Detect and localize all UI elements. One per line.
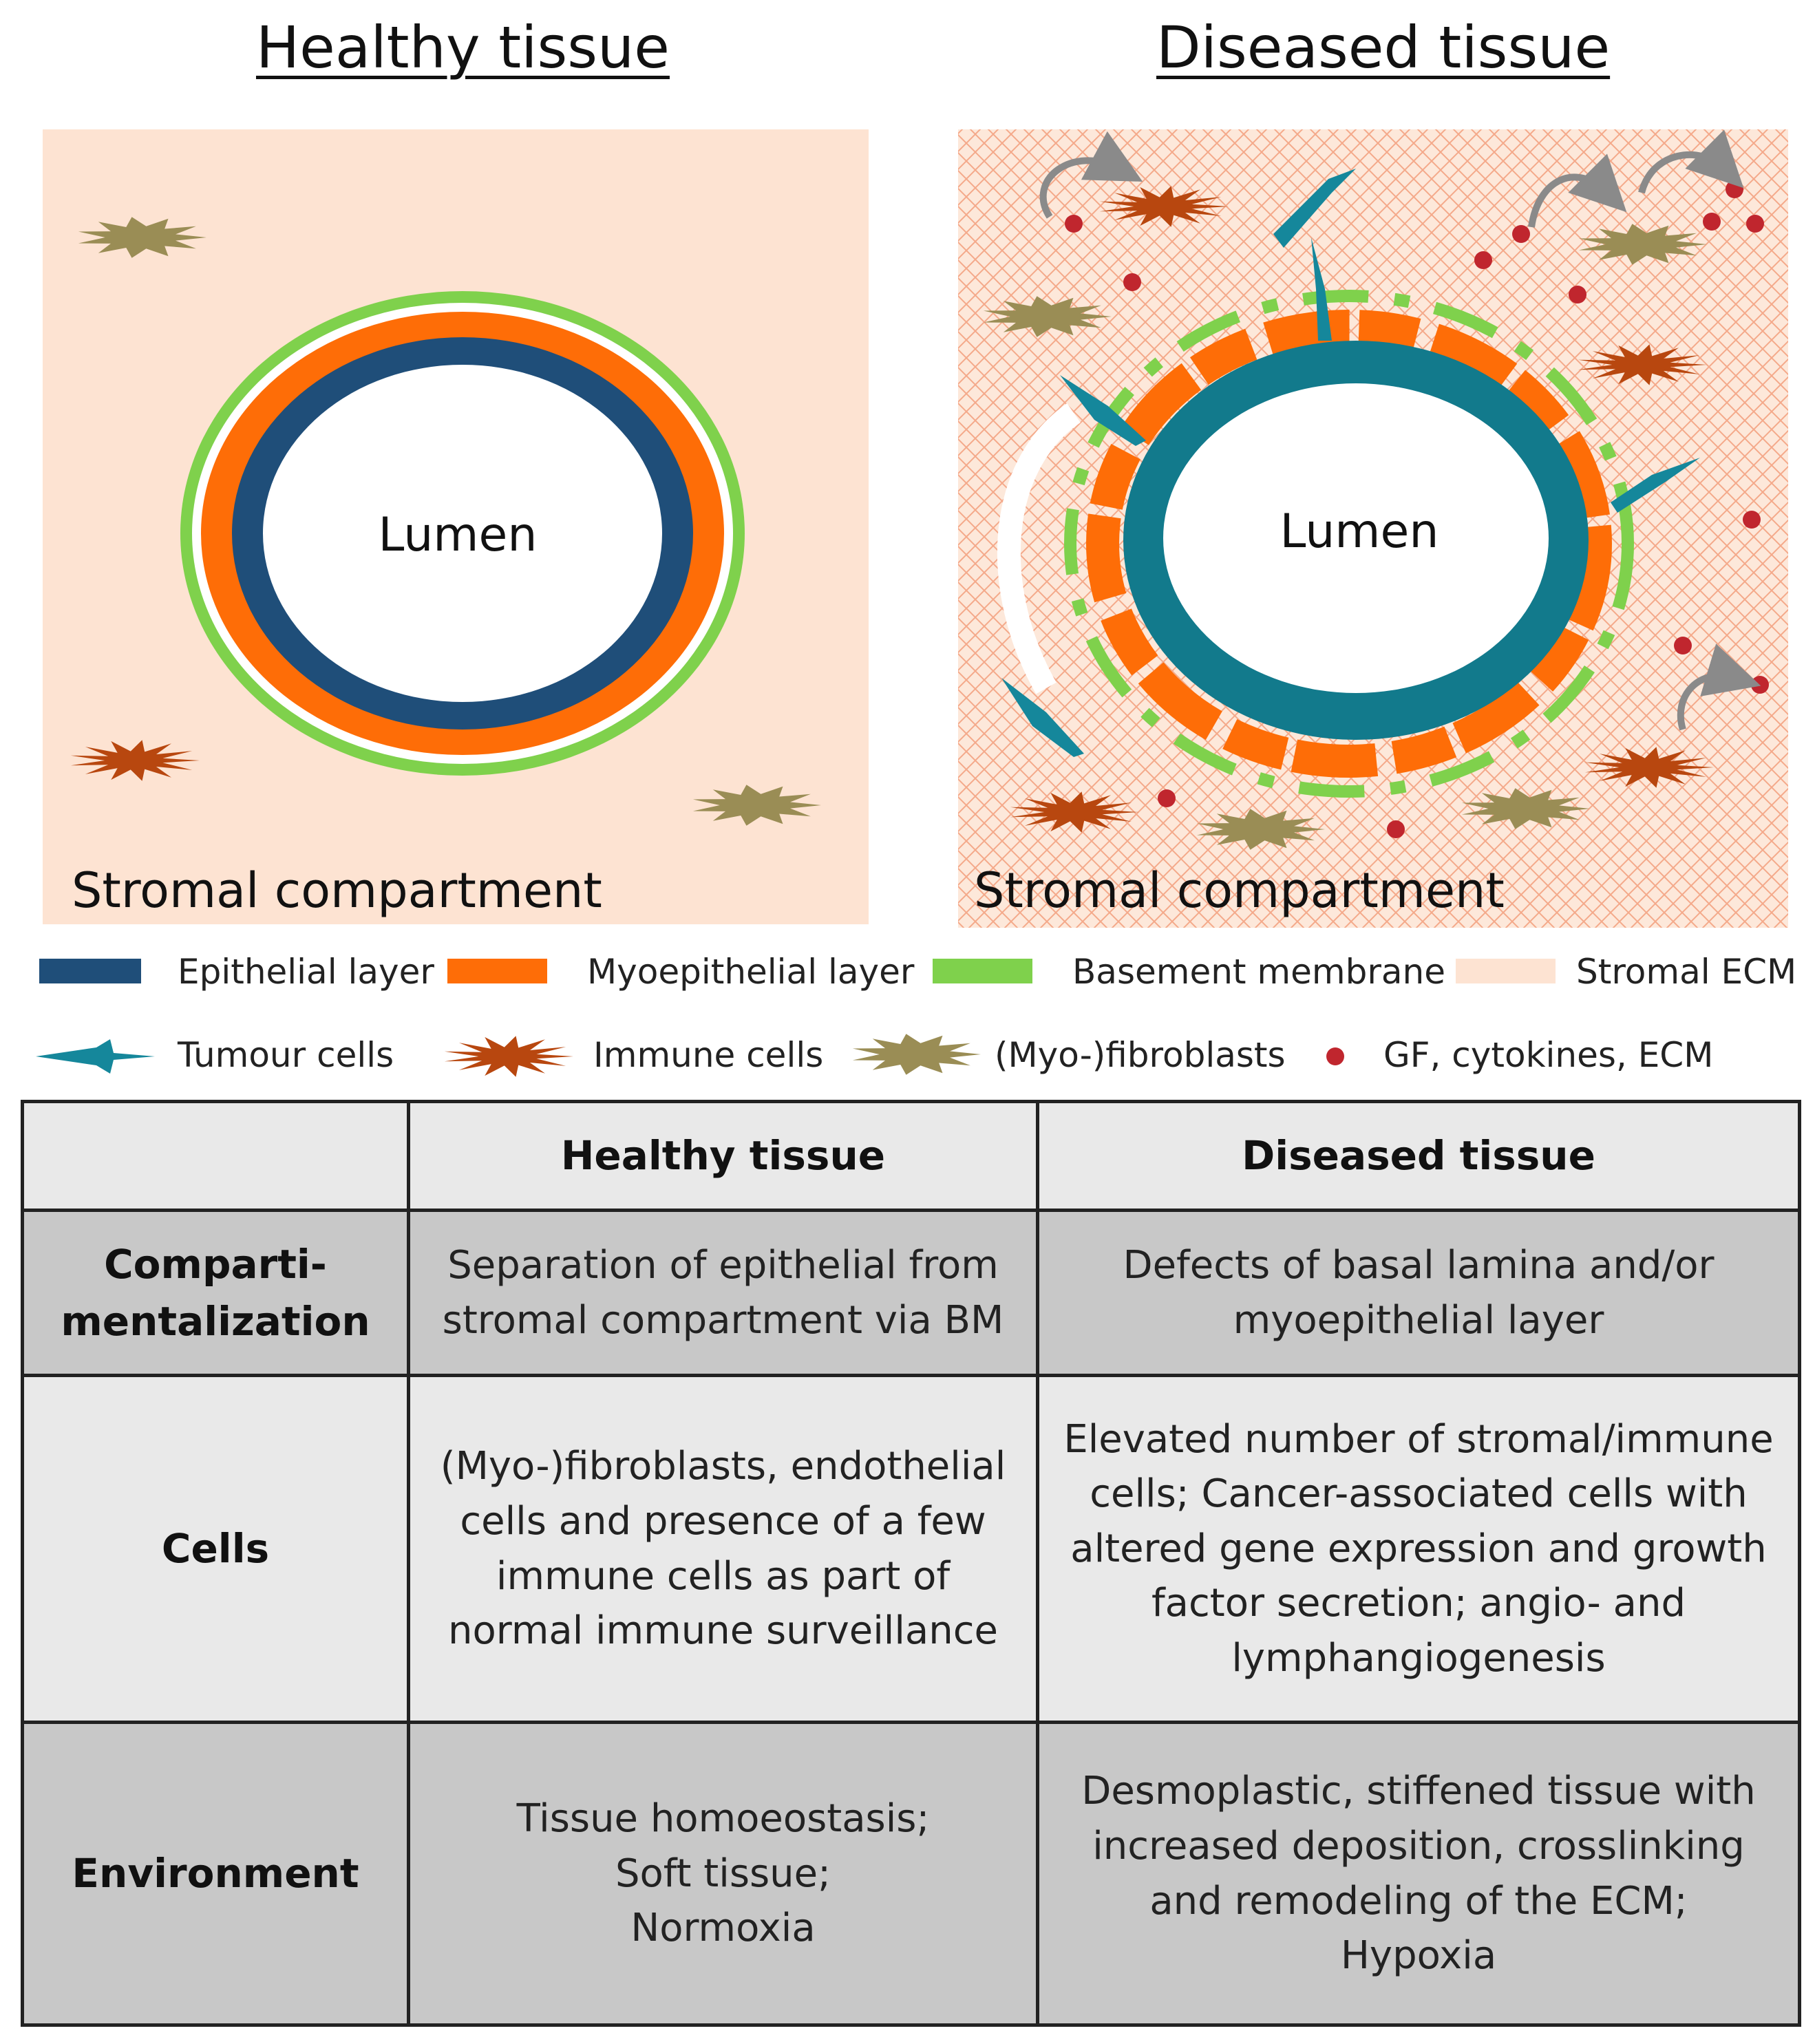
table-row: Cells (Myo-)fibroblasts, endothelial cel… (21, 1374, 1801, 1724)
legend-label: Myoepithelial layer (587, 952, 915, 992)
table-header-row: Healthy tissue Diseased tissue (21, 1100, 1801, 1212)
legend-label: GF, cytokines, ECM (1383, 1035, 1714, 1075)
legend-label: Basement membrane (1072, 952, 1445, 992)
legend-item-tumour: Tumour cells (178, 1024, 394, 1086)
stromal-ecm-swatch (1456, 959, 1556, 983)
healthy-lumen (263, 365, 662, 702)
tumour-cell-icon (36, 1039, 155, 1074)
healthy-stroma-label: Stromal compartment (72, 862, 602, 919)
diseased-invasion-path (997, 403, 1081, 694)
diseased-fibroblast-2 (1578, 224, 1707, 265)
fibroblast-icon (852, 1034, 981, 1075)
cell-diseased: Desmoplastic, stiffened tissue with incr… (1036, 1721, 1801, 2027)
basement-membrane-swatch (933, 959, 1032, 983)
cell-diseased: Defects of basal lamina and/or myoepithe… (1036, 1209, 1801, 1377)
legend-label: Immune cells (593, 1035, 824, 1075)
row-header-compartmentalization: Comparti- mentalization (21, 1209, 410, 1377)
legend-label: Tumour cells (178, 1035, 394, 1075)
diseased-immune-cell-4 (1010, 791, 1139, 833)
diseased-lumen-label: Lumen (1280, 504, 1439, 559)
table-row: Environment Tissue homoeostasis; Soft ti… (21, 1721, 1801, 2027)
healthy-panel-title: Healthy tissue (256, 14, 670, 81)
legend-item-immune: Immune cells (593, 1024, 823, 1086)
diseased-immune-cell-1 (1099, 186, 1229, 227)
legend-item-gf: GF, cytokines, ECM (1383, 1024, 1713, 1086)
row-header-environment: Environment (21, 1721, 410, 2027)
cell-diseased: Elevated number of stromal/immune cells;… (1036, 1374, 1801, 1724)
diseased-immune-cell-2 (1578, 344, 1707, 385)
legend-label: Epithelial layer (178, 952, 434, 992)
healthy-fibroblast-2 (692, 785, 821, 826)
gf-dot-icon (1326, 1047, 1344, 1065)
immune-cell-icon (444, 1036, 573, 1077)
diseased-fibroblast-3 (1196, 809, 1325, 850)
tumour-cell-4 (1611, 458, 1700, 513)
cell-healthy: (Myo-)fibroblasts, endothelial cells and… (407, 1374, 1039, 1724)
tumour-cell-5 (1001, 678, 1084, 757)
tumour-cell-1 (1273, 169, 1356, 248)
tissue-diagram: Lumen Stromal compartment Lumen Stromal … (36, 129, 1788, 1077)
tumour-cell-3 (1060, 375, 1146, 446)
legend-item-fibroblasts: (Myo-)fibroblasts (995, 1024, 1286, 1086)
cell-healthy: Separation of epithelial from stromal co… (407, 1209, 1039, 1377)
diseased-myoepithelial-layer (1086, 310, 1612, 778)
tumour-cell-2 (1311, 237, 1332, 341)
epithelial-swatch (39, 959, 141, 983)
table-corner-cell (21, 1100, 410, 1212)
legend-item-myoepithelial: Myoepithelial layer (587, 941, 914, 1003)
diseased-panel-title: Diseased tissue (1156, 14, 1611, 81)
diseased-basement-membrane (1064, 290, 1634, 798)
healthy-fibroblast-1 (78, 217, 206, 258)
diseased-fibroblast-1 (983, 296, 1112, 337)
legend-item-basement-membrane: Basement membrane (1072, 941, 1445, 1003)
table-row: Comparti- mentalization Separation of ep… (21, 1209, 1801, 1377)
diseased-stroma-label: Stromal compartment (974, 862, 1505, 919)
row-header-cells: Cells (21, 1374, 410, 1724)
diseased-lumen (1163, 383, 1549, 693)
col-header-diseased: Diseased tissue (1036, 1100, 1801, 1212)
healthy-lumen-label: Lumen (379, 508, 538, 562)
legend-item-epithelial: Epithelial layer (178, 941, 434, 1003)
secretion-arrows (1039, 129, 1761, 731)
diseased-immune-cell-3 (1584, 747, 1714, 788)
legend-row-1: Epithelial layer Myoepithelial layer Bas… (0, 941, 1815, 1003)
legend-label: (Myo-)fibroblasts (995, 1035, 1286, 1075)
legend-label: Stromal ECM (1576, 952, 1797, 992)
legend-item-stromal-ecm: Stromal ECM (1576, 941, 1796, 1003)
col-header-healthy: Healthy tissue (407, 1100, 1039, 1212)
comparison-table: Healthy tissue Diseased tissue Comparti-… (21, 1100, 1801, 2027)
legend-row-2: Tumour cells Immune cells (Myo-)fibrobla… (0, 1024, 1815, 1086)
diseased-fibroblast-4 (1461, 788, 1590, 829)
healthy-immune-cell (70, 740, 200, 781)
myoepithelial-swatch (447, 959, 547, 983)
cell-healthy: Tissue homoeostasis; Soft tissue; Normox… (407, 1721, 1039, 2027)
